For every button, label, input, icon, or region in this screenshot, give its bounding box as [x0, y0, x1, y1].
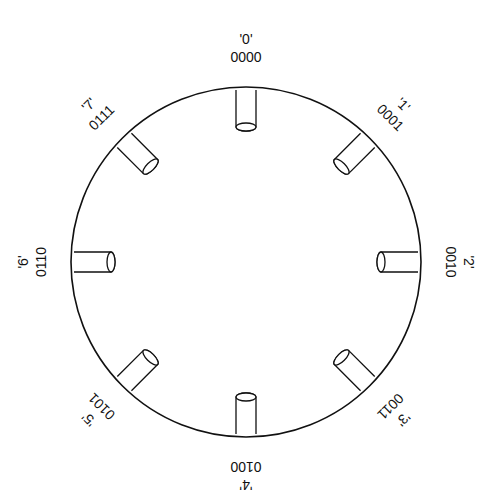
cylinder-pin — [332, 133, 375, 176]
binary-code: 0001 — [360, 86, 422, 148]
position-label: '4'0100 — [211, 458, 281, 494]
position-label: '5'0101 — [57, 376, 132, 451]
position-number: '2' — [460, 227, 478, 297]
position-label: '6'0110 — [14, 227, 50, 297]
position-number: '6' — [14, 227, 32, 297]
cylinder-pin — [117, 348, 160, 391]
binary-code: 0100 — [211, 458, 281, 476]
cylinder-pin — [236, 90, 256, 131]
cylinder-pin — [74, 252, 115, 272]
binary-code: 0010 — [442, 227, 460, 297]
binary-code: 0011 — [360, 376, 422, 438]
position-label: '7'0111 — [57, 73, 132, 148]
position-number: '0' — [211, 30, 281, 48]
position-label: '0'0000 — [211, 30, 281, 66]
cylinder-pin — [377, 252, 418, 272]
position-label: '3'0011 — [360, 376, 435, 451]
position-label: '2'0010 — [442, 227, 478, 297]
position-label: '1'0001 — [360, 73, 435, 148]
binary-code: 0101 — [70, 376, 132, 438]
cylinder-pin — [117, 133, 160, 176]
cylinder-pin — [236, 393, 256, 434]
disc-outline — [71, 87, 421, 437]
binary-code: 0000 — [211, 48, 281, 66]
binary-code: 0110 — [32, 227, 50, 297]
position-number: '4' — [211, 476, 281, 494]
cylinder-pin — [332, 348, 375, 391]
